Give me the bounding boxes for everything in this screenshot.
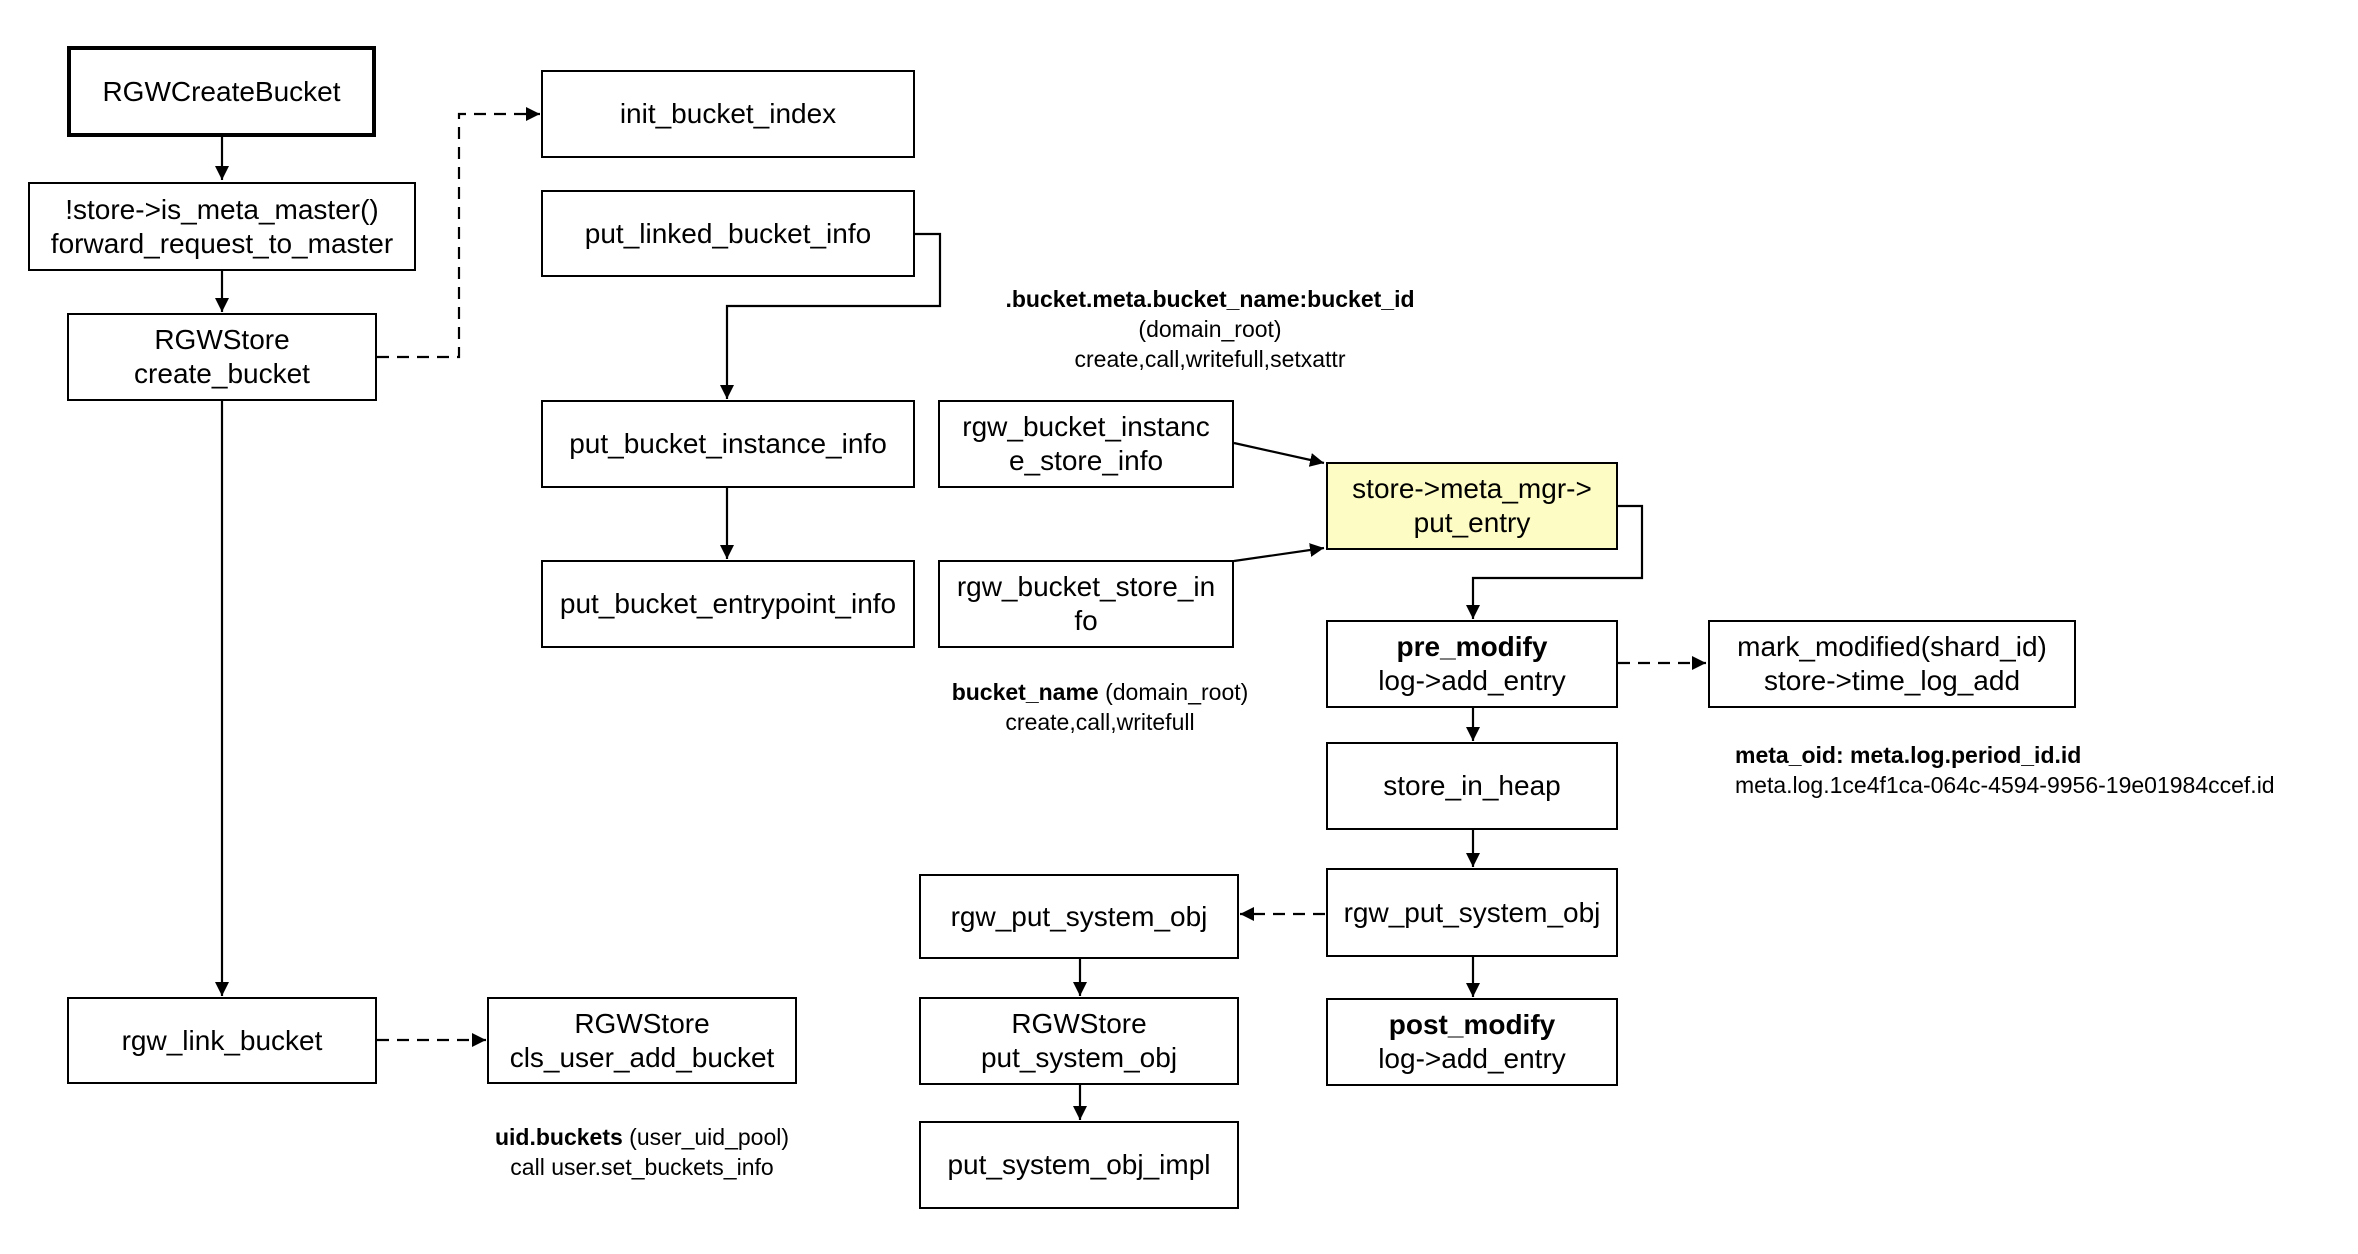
bucket-meta-note: .bucket.meta.bucket_name:bucket_id (doma… [960,284,1460,374]
edge-instance-store-to-meta-mgr [1233,441,1325,467]
post-modify-box: post_modify log->add_entry [1326,998,1618,1086]
edge-bucket-store-to-meta-mgr [1233,543,1325,563]
rgw-put-system-obj-left-label: rgw_put_system_obj [950,900,1208,932]
store-put-system-obj-class: RGWStore [1011,1008,1147,1039]
pre-modify-title: pre_modify [1396,631,1548,662]
edge-store-create-to-init-index [377,107,540,359]
pre-modify-action: log->add_entry [1378,665,1566,696]
rgw-put-system-obj-right-box: rgw_put_system_obj [1326,868,1618,957]
rgw-bucket-instance-store-info-line2: e_store_info [1008,445,1164,476]
mark-modified-box: mark_modified(shard_id) store->time_log_… [1708,620,2076,708]
cls-user-add-bucket-method: cls_user_add_bucket [509,1041,775,1073]
rgw-put-system-obj-right-label: rgw_put_system_obj [1343,896,1601,928]
meta-oid-note: meta_oid: meta.log.period_id.id meta.log… [1735,740,2275,800]
mark-modified-line2: store->time_log_add [1763,665,2021,696]
uid-buckets-pool: (user_uid_pool) [622,1124,790,1150]
put-bucket-entrypoint-info-box: put_bucket_entrypoint_info [541,560,915,648]
meta-master-check-label: !store->is_meta_master() [65,193,379,225]
bucket-name-ops: create,call,writefull [1005,709,1195,735]
meta-mgr-put-entry-box: store->meta_mgr-> put_entry [1326,462,1618,550]
store-create-bucket-box: RGWStore create_bucket [67,313,377,401]
rgw-bucket-instance-store-info-line1: rgw_bucket_instanc [962,411,1210,442]
post-modify-action: log->add_entry [1378,1043,1566,1074]
uid-buckets-note: uid.buckets (user_uid_pool) call user.se… [442,1122,842,1182]
meta-oid-value: meta.log.1ce4f1ca-064c-4594-9956-19e0198… [1735,772,2275,798]
bucket-meta-pool: (domain_root) [1138,316,1282,342]
rgw-bucket-store-info-line2: fo [1074,605,1098,636]
store-put-system-obj-box: RGWStore put_system_obj [919,997,1239,1085]
rgw-create-bucket-label: RGWCreateBucket [102,75,341,107]
store-in-heap-label: store_in_heap [1383,770,1561,801]
bucket-name-object: bucket_name [951,679,1099,705]
pre-modify-box: pre_modify log->add_entry [1326,620,1618,708]
meta-mgr-put-entry-line2: put_entry [1413,507,1531,538]
store-in-heap-box: store_in_heap [1326,742,1618,830]
uid-buckets-ops: call user.set_buckets_info [510,1154,774,1180]
rgw-put-system-obj-left-box: rgw_put_system_obj [919,874,1239,959]
rgw-link-bucket-box: rgw_link_bucket [67,997,377,1084]
post-modify-title: post_modify [1388,1009,1556,1040]
bucket-meta-ops: create,call,writefull,setxattr [1074,346,1346,372]
rgw-create-bucket-box: RGWCreateBucket [67,46,376,137]
put-bucket-instance-info-label: put_bucket_instance_info [569,428,887,459]
rgw-bucket-store-info-box: rgw_bucket_store_in fo [938,560,1234,648]
meta-mgr-put-entry-line1: store->meta_mgr-> [1352,473,1592,504]
init-bucket-index-box: init_bucket_index [541,70,915,158]
rgw-link-bucket-label: rgw_link_bucket [121,1024,323,1056]
put-bucket-entrypoint-info-label: put_bucket_entrypoint_info [559,588,897,619]
mark-modified-line1: mark_modified(shard_id) [1737,631,2047,662]
bucket-meta-object: .bucket.meta.bucket_name:bucket_id [1005,286,1415,312]
edge-linked-info-to-instance-info [720,232,942,399]
bucket-name-pool: (domain_root) [1098,679,1249,705]
store-create-bucket-class: RGWStore [154,324,290,355]
put-system-obj-impl-box: put_system_obj_impl [919,1121,1239,1209]
put-system-obj-impl-label: put_system_obj_impl [947,1149,1211,1180]
bucket-name-note: bucket_name (domain_root) create,call,wr… [900,677,1300,737]
put-linked-bucket-info-box: put_linked_bucket_info [541,190,915,277]
init-bucket-index-label: init_bucket_index [619,98,837,129]
store-create-bucket-method: create_bucket [134,358,310,389]
store-put-system-obj-method: put_system_obj [980,1042,1178,1073]
meta-master-check-box: !store->is_meta_master() forward_request… [28,182,416,271]
edge-meta-mgr-to-pre-modify [1466,504,1644,619]
put-bucket-instance-info-box: put_bucket_instance_info [541,400,915,488]
rgw-bucket-instance-store-info-box: rgw_bucket_instanc e_store_info [938,400,1234,488]
forward-request-label: forward_request_to_master [50,227,394,259]
rgw-bucket-store-info-line1: rgw_bucket_store_in [956,571,1216,602]
uid-buckets-object: uid.buckets [494,1124,623,1150]
meta-oid-object: meta_oid: meta.log.period_id.id [1735,742,2082,768]
cls-user-add-bucket-box: RGWStore cls_user_add_bucket [487,997,797,1084]
put-linked-bucket-info-label: put_linked_bucket_info [584,217,872,249]
cls-user-add-bucket-class: RGWStore [574,1007,710,1039]
